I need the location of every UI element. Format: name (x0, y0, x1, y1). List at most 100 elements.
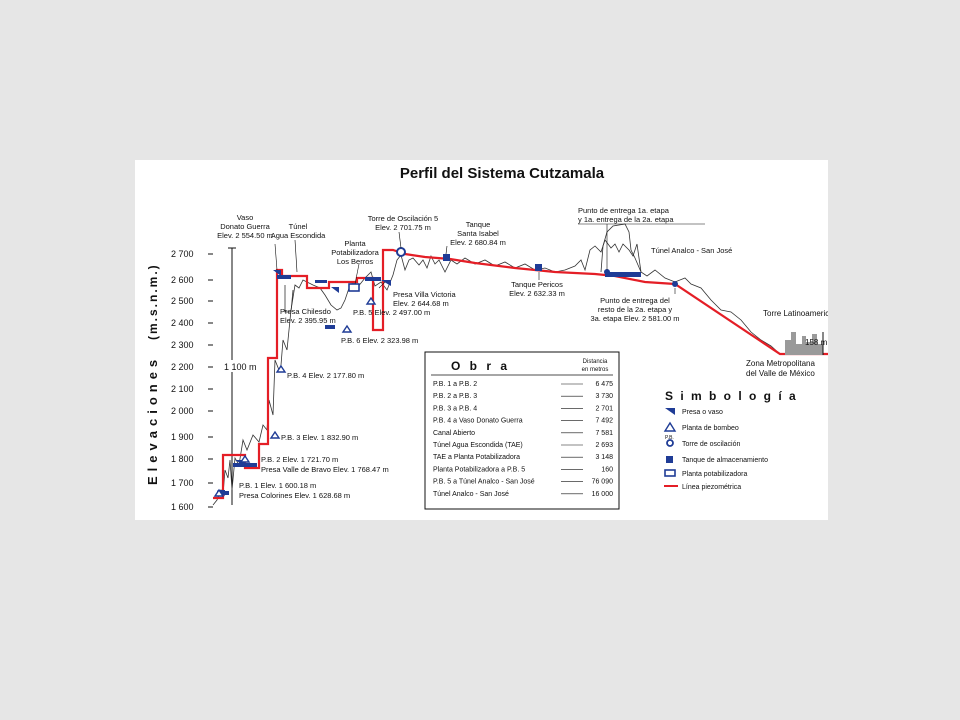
presa-villa-label: Elev. 2 644.68 m (393, 299, 449, 308)
pb2-label: Presa Valle de Bravo Elev. 1 768.47 m (261, 465, 389, 474)
works-row-distance: 160 (601, 466, 613, 473)
pb6-label: P.B. 6 Elev. 2 323.98 m (341, 336, 418, 345)
treatment-plant-icon (664, 469, 676, 477)
legend-label: Planta de bombeo (682, 425, 739, 432)
works-row-distance: 7 492 (595, 418, 613, 425)
works-table-title: O b r a (451, 359, 510, 373)
tunel-agua-label: Agua Escondida (271, 231, 326, 240)
presa-chilesdo-label: Elev. 2 395.95 m (280, 316, 336, 325)
y-tick: 2 400 (171, 318, 194, 328)
y-axis-ticks: 2 700 2 600 2 500 2 400 2 300 2 200 2 10… (171, 249, 213, 512)
tunel-agua-label: Túnel (289, 222, 308, 231)
y-tick: 1 600 (171, 502, 194, 512)
distance-header: Distancia (583, 359, 608, 365)
tanque-pericos-label: Tanque Pericos (511, 280, 563, 289)
zona-metro-label-2: del Valle de México (746, 369, 815, 378)
tanque-pericos-label: Elev. 2 632.33 m (509, 289, 565, 298)
storage-tank-icon (443, 254, 450, 261)
surge-tower-icon (666, 439, 674, 447)
punto-entrega-2-label: 3a. etapa Elev. 2 581.00 m (590, 314, 679, 323)
height-dimension-1100: 1 100 m (221, 247, 259, 505)
works-row-name: P.B. 2 a P.B. 3 (433, 393, 477, 400)
punto-entrega-1-label: Punto de entrega 1a. etapa (578, 206, 670, 215)
y-tick: 2 200 (171, 362, 194, 372)
y-tick: 2 500 (171, 296, 194, 306)
tanque-isabel-label: Elev. 2 680.84 m (450, 238, 506, 247)
works-row-name: P.B. 3 a P.B. 4 (433, 405, 477, 412)
vaso-label: Donato Guerra (220, 222, 270, 231)
works-row-distance: 16 000 (592, 491, 614, 498)
height-1100-label: 1 100 m (224, 362, 257, 372)
works-row-name: P.B. 5 a Túnel Analco - San José (433, 479, 535, 486)
legend-label: Presa o vaso (682, 409, 723, 416)
y-tick: 1 800 (171, 454, 194, 464)
delivery-point-1 (604, 269, 610, 275)
works-row-name: TAE a Planta Potabilizadora (433, 454, 520, 461)
legend-label: Planta potabilizadora (682, 471, 747, 478)
works-row-name: Planta Potabilizadora a P.B. 5 (433, 466, 525, 473)
y-axis-title: Elevaciones (145, 355, 160, 485)
legend: S i m b o l o g í a Presa o vaso P.B. Pl… (663, 389, 796, 491)
y-tick: 2 000 (171, 406, 194, 416)
dam-icon (331, 287, 339, 293)
punto-entrega-2-label: resto de la 2a. etapa y (598, 305, 672, 314)
planta-label: Planta (344, 239, 366, 248)
pb3-label: P.B. 3 Elev. 1 832.90 m (281, 433, 358, 442)
legend-label: Línea piezométrica (682, 484, 741, 491)
y-tick: 2 300 (171, 340, 194, 350)
cutzamala-profile-figure: Perfil del Sistema Cutzamala Elevaciones… (135, 160, 828, 520)
y-tick: 2 100 (171, 384, 194, 394)
pb5-label: P.B. 5 Elev. 2 497.00 m (353, 308, 430, 317)
zona-metro-label-1: Zona Metropolitana (746, 359, 815, 368)
tunel-analco-label: Túnel Analco - San José (651, 246, 732, 255)
terrain-profile (212, 239, 781, 506)
works-row-distance: 3 730 (595, 393, 613, 400)
pump-plant-icon (213, 296, 377, 497)
works-row-distance: 7 581 (595, 430, 613, 437)
works-row-distance: 3 148 (595, 454, 613, 461)
works-row-distance: 2 693 (595, 442, 613, 449)
torre-height-label: 158 m (805, 338, 828, 347)
torre-latino-label: Torre Latinoamericana (763, 309, 828, 318)
surge-tower-icon (396, 247, 406, 257)
torre5-label: Elev. 2 701.75 m (375, 223, 431, 232)
delivery-point-2 (672, 281, 678, 287)
pb1-label: P.B. 1 Elev. 1 600.18 m (239, 481, 316, 490)
works-row-distance: 2 701 (595, 405, 613, 412)
city-skyline (785, 332, 823, 355)
y-tick: 1 900 (171, 432, 194, 442)
torre5-label: Torre de Oscilación 5 (368, 214, 438, 223)
legend-label: Tanque de almacenamiento (682, 457, 768, 464)
treatment-plant-icon (348, 283, 360, 292)
storage-tank-icon (535, 264, 542, 271)
storage-tank-icon (666, 456, 673, 463)
vaso-label: Elev. 2 554.50 m (217, 231, 273, 240)
pb1-label: Presa Colorines Elev. 1 628.68 m (239, 491, 350, 500)
piezometric-line (213, 248, 828, 500)
y-tick: 1 700 (171, 478, 194, 488)
pb4-label: P.B. 4 Elev. 2 177.80 m (287, 371, 364, 380)
works-row-name: Túnel Analco - San José (433, 491, 509, 498)
works-row-distance: 76 090 (592, 479, 614, 486)
pb2-label: P.B. 2 Elev. 1 721.70 m (261, 455, 338, 464)
vaso-label: Vaso (237, 213, 254, 222)
dam-icon (381, 280, 391, 286)
planta-label: Los Berros (337, 257, 374, 266)
works-row-name: P.B. 4 a Vaso Donato Guerra (433, 418, 523, 425)
distance-header: en metros (582, 367, 609, 373)
y-axis-unit: (m.s.n.m.) (146, 263, 160, 340)
legend-label: Torre de oscilación (682, 441, 740, 448)
punto-entrega-2-label: Punto de entrega del (600, 296, 670, 305)
pump-tag: P.B. (665, 435, 674, 441)
tanque-isabel-label: Santa Isabel (457, 229, 499, 238)
works-row-name: Túnel Agua Escondida (TAE) (433, 442, 523, 449)
punto-entrega-1-label: y 1a. entrega de la 2a. etapa (578, 215, 674, 224)
presa-chilesdo-label: Presa Chilesdo (280, 307, 331, 316)
y-tick: 2 600 (171, 275, 194, 285)
y-tick: 2 700 (171, 249, 194, 259)
works-row-name: P.B. 1 a P.B. 2 (433, 381, 477, 388)
dam-icon (273, 270, 281, 276)
works-row-distance: 6 475 (595, 381, 613, 388)
site-annotations: Vaso Donato Guerra Elev. 2 554.50 m Túne… (217, 206, 732, 500)
pump-plant-icon (663, 421, 677, 432)
